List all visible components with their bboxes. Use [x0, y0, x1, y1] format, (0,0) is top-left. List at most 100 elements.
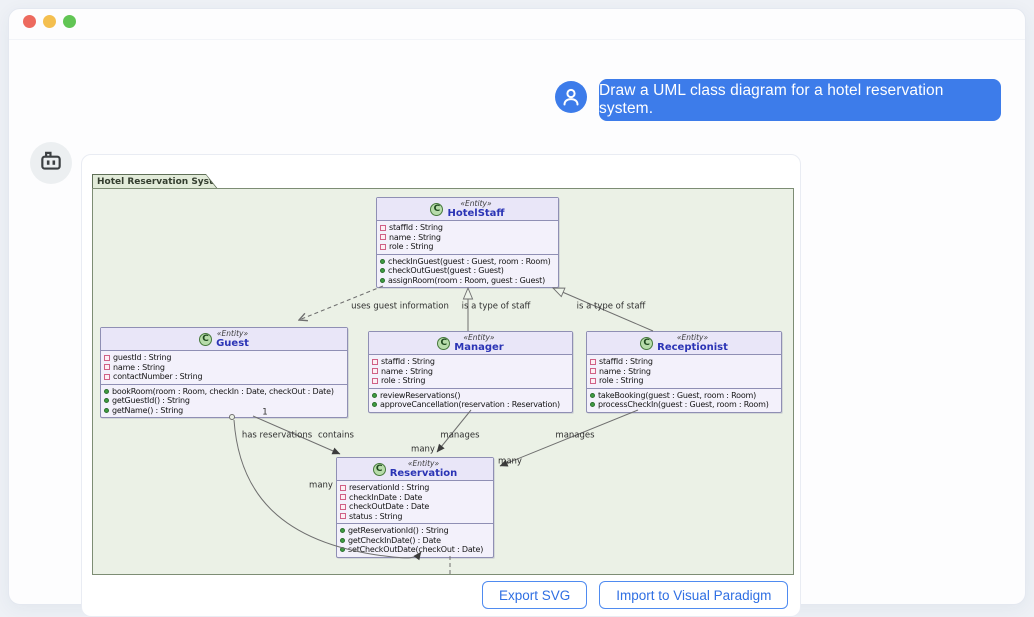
class-header: C «Entity»Reservation	[337, 458, 493, 480]
traffic-light-maximize[interactable]	[63, 15, 76, 28]
attribute-bullet-icon	[104, 364, 110, 371]
attribute-bullet-icon	[590, 368, 596, 375]
method-bullet-icon	[340, 537, 345, 543]
method-row: getGuestId() : String	[104, 396, 344, 406]
attribute-bullet-icon	[340, 484, 346, 491]
export-svg-button[interactable]: Export SVG	[482, 581, 588, 609]
method-bullet-icon	[380, 258, 385, 264]
method-row: reviewReservations()	[372, 391, 569, 401]
class-icon: C	[437, 336, 451, 350]
method-row: getName() : String	[104, 406, 344, 416]
class-stereotype: «Entity»	[463, 332, 495, 342]
class-stereotype: «Entity»	[676, 332, 709, 342]
method-row: processCheckIn(guest : Guest, room : Roo…	[590, 400, 778, 410]
attribute-bullet-icon	[380, 224, 386, 231]
class-icon: C	[640, 336, 654, 350]
traffic-light-close[interactable]	[23, 15, 36, 28]
person-icon	[555, 80, 587, 118]
app-window: Draw a UML class diagram for a hotel res…	[8, 8, 1026, 617]
method-row: getCheckInDate() : Date	[340, 536, 490, 546]
attribute-bullet-icon	[340, 503, 346, 510]
attribute-bullet-icon	[380, 234, 386, 241]
frame-title: Hotel Reservation System	[97, 177, 229, 187]
method-bullet-icon	[372, 392, 377, 398]
method-bullet-icon	[104, 398, 109, 404]
method-row: takeBooking(guest : Guest, room : Room)	[590, 391, 778, 401]
bot-avatar	[30, 142, 72, 184]
attribute-row: name : String	[104, 363, 344, 373]
attribute-row: role : String	[590, 376, 778, 386]
method-row: setCheckOutDate(checkOut : Date)	[340, 545, 490, 555]
attribute-bullet-icon	[340, 513, 346, 520]
attribute-row: staffId : String	[590, 357, 778, 367]
class-header: C «Entity»Manager	[369, 332, 572, 354]
attribute-row: name : String	[380, 233, 555, 243]
class-stereotype: «Entity»	[216, 328, 249, 338]
chat-content: Draw a UML class diagram for a hotel res…	[9, 40, 1025, 617]
attribute-bullet-icon	[340, 494, 346, 501]
attribute-bullet-icon	[380, 243, 386, 250]
attribute-row: checkInDate : Date	[340, 493, 490, 503]
method-compartment: takeBooking(guest : Guest, room : Room)p…	[587, 387, 781, 412]
attribute-bullet-icon	[372, 358, 378, 365]
method-bullet-icon	[380, 268, 385, 274]
attribute-row: status : String	[340, 512, 490, 522]
class-header: C «Entity»HotelStaff	[377, 198, 558, 220]
attribute-row: contactNumber : String	[104, 372, 344, 382]
diagram-actions: Export SVG Import to Visual Paradigm	[482, 581, 789, 609]
class-icon: C	[430, 202, 444, 216]
class-header: C«Entity»Guest	[101, 328, 347, 350]
attribute-row: staffId : String	[372, 357, 569, 367]
attribute-row: guestId : String	[104, 353, 344, 363]
titlebar	[9, 9, 1025, 40]
attribute-row: staffId : String	[380, 223, 555, 233]
method-compartment: checkInGuest(guest : Guest, room : Room)…	[377, 253, 558, 288]
attribute-bullet-icon	[372, 377, 378, 384]
traffic-light-minimize[interactable]	[43, 15, 56, 28]
attribute-bullet-icon	[104, 373, 110, 380]
class-header: C «Entity»Receptionist	[587, 332, 781, 354]
class-stereotype: «Entity»	[460, 198, 492, 208]
method-bullet-icon	[104, 388, 109, 394]
diagram-card[interactable]: Hotel Reservation System C«Entity»HotelS…	[81, 154, 801, 617]
method-row: checkOutGuest(guest : Guest)	[380, 266, 555, 276]
user-avatar	[555, 80, 587, 118]
method-row: assignRoom(room : Room, guest : Guest)	[380, 276, 555, 286]
import-visual-paradigm-button[interactable]: Import to Visual Paradigm	[599, 581, 789, 609]
attribute-bullet-icon	[590, 377, 596, 384]
method-bullet-icon	[372, 402, 377, 408]
frame-title-tab: Hotel Reservation System	[92, 174, 218, 189]
method-compartment: bookRoom(room : Room, checkIn : Date, ch…	[101, 383, 347, 418]
class-stereotype: «Entity»	[407, 458, 440, 468]
method-bullet-icon	[590, 402, 595, 408]
attribute-bullet-icon	[372, 368, 378, 375]
method-bullet-icon	[590, 392, 595, 398]
attribute-row: role : String	[380, 242, 555, 252]
method-row: bookRoom(room : Room, checkIn : Date, ch…	[104, 387, 344, 397]
method-bullet-icon	[380, 277, 385, 283]
class-name: Reservation	[389, 467, 458, 479]
method-row: checkInGuest(guest : Guest, room : Room)	[380, 257, 555, 267]
class-icon: C	[372, 462, 386, 476]
attribute-row: name : String	[590, 367, 778, 377]
method-bullet-icon	[104, 407, 109, 413]
attribute-row: checkOutDate : Date	[340, 502, 490, 512]
class-icon: C	[199, 332, 213, 346]
method-row: getReservationId() : String	[340, 526, 490, 536]
user-message-bubble: Draw a UML class diagram for a hotel res…	[599, 79, 1001, 121]
method-bullet-icon	[340, 547, 345, 553]
class-name: HotelStaff	[447, 207, 505, 219]
class-name: Manager	[454, 341, 504, 353]
class-name: Receptionist	[657, 341, 728, 353]
